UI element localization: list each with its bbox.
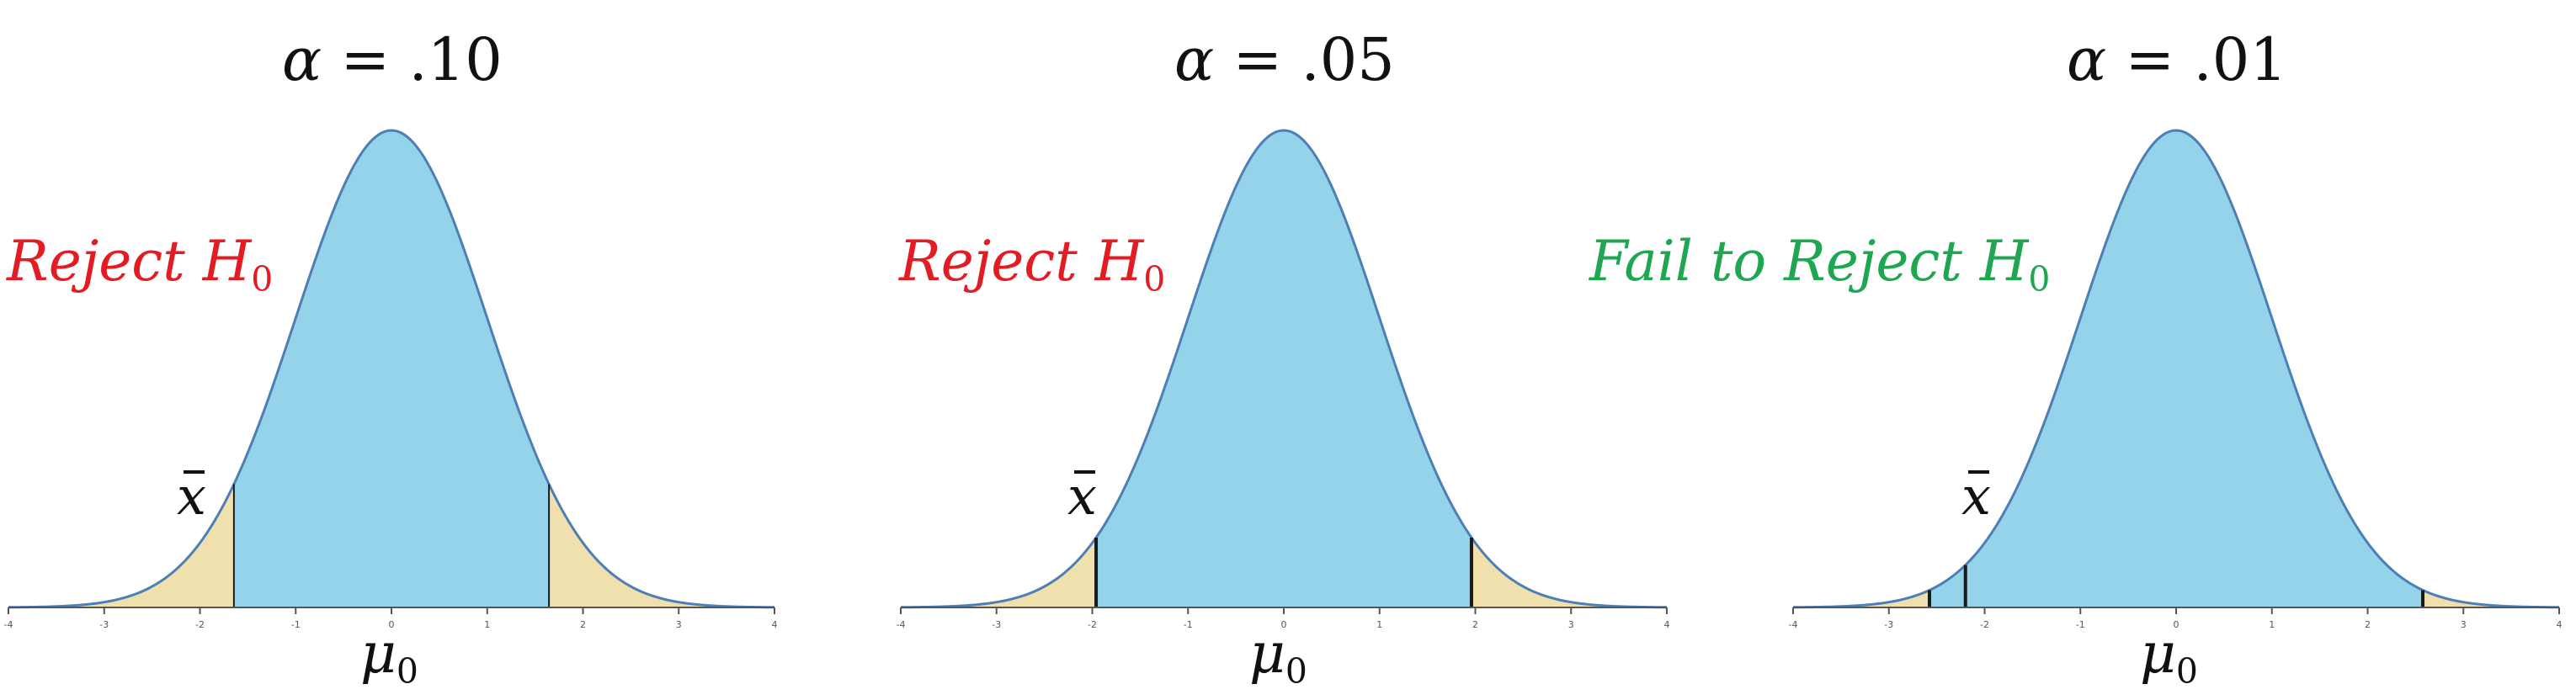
panel-3-decision: Fail to Reject H0	[1589, 229, 2050, 300]
decision-subscript: 0	[2028, 259, 2051, 300]
xbar-text: x	[1961, 465, 1991, 527]
panel-1-tick-label: -2	[195, 619, 205, 630]
panel-3-left-tail	[1793, 590, 1929, 607]
panel-2-tick-label: -2	[1088, 619, 1097, 630]
panel-1-right-tail	[549, 484, 774, 607]
panel-3-right-tail	[2423, 590, 2559, 607]
mu-text: μ	[360, 621, 397, 686]
panel-3-mu-label: μ0	[2140, 621, 2198, 692]
xbar-text: x	[1067, 465, 1097, 527]
panel-2-curve	[900, 129, 1668, 609]
mu-subscript: 0	[396, 651, 418, 692]
panel-2-tick-label: 0	[1281, 619, 1287, 630]
panel-1-acceptance-region	[233, 130, 550, 607]
panel-3-tick-label: -1	[2076, 619, 2085, 630]
panel-1-curve	[8, 129, 775, 609]
panel-2-tick-label: -3	[992, 619, 1001, 630]
xbar-text: x	[177, 465, 206, 527]
decision-subscript: 0	[251, 259, 274, 300]
panel-1-xbar-label: x	[177, 465, 206, 527]
alpha-symbol: α	[2067, 25, 2107, 94]
mu-subscript: 0	[1285, 651, 1307, 692]
panel-2-tick-label: 2	[1472, 619, 1478, 630]
panel-3-title: α = .01	[2067, 25, 2287, 94]
alpha-symbol: α	[282, 25, 322, 94]
alpha-value: = .10	[340, 25, 503, 94]
panel-3-tick-label: -3	[1884, 619, 1893, 630]
panel-3-xbar-label: x	[1961, 465, 1991, 527]
panel-3-tick-label: -4	[1789, 619, 1798, 630]
panel-2-xbar-label: x	[1067, 465, 1097, 527]
panel-3-tick-label: 1	[2269, 619, 2275, 630]
panel-1-tick-label: -4	[4, 619, 13, 630]
panel-3-acceptance-region	[1929, 130, 2424, 607]
panel-2-title: α = .05	[1174, 25, 1395, 94]
panel-2-tick-label: 4	[1664, 619, 1670, 630]
panel-1-tick-label: 0	[389, 619, 395, 630]
panel-1-tick-label: -1	[291, 619, 301, 630]
panel-1-tick-label: 3	[676, 619, 682, 630]
panel-2-mu-label: μ0	[1249, 621, 1307, 692]
panel-2-tick-label: 3	[1568, 619, 1574, 630]
mu-text: μ	[2140, 621, 2176, 686]
panel-1-title: α = .10	[282, 25, 503, 94]
panel-3-tick-label: 3	[2461, 619, 2467, 630]
panel-1-tick-label: 1	[484, 619, 490, 630]
mu-text: μ	[1249, 621, 1285, 686]
panel-3-tick-label: 4	[2557, 619, 2563, 630]
decision-text: Reject H	[7, 229, 252, 294]
panel-2-acceptance-region	[1096, 130, 1472, 607]
alpha-symbol: α	[1174, 25, 1215, 94]
panel-1-left-tail	[8, 484, 234, 607]
panel-2-right-tail	[1471, 537, 1667, 607]
panel-3-tick-label: 2	[2365, 619, 2371, 630]
alpha-value: = .01	[2125, 25, 2287, 94]
mu-subscript: 0	[2175, 651, 2198, 692]
panel-2-tick-label: -1	[1184, 619, 1193, 630]
panel-3-tick-label: 0	[2174, 619, 2179, 630]
panel-1-tick-label: 2	[580, 619, 586, 630]
decision-text: Fail to Reject H	[1589, 229, 2029, 294]
panel-3-tick-label: -2	[1980, 619, 1989, 630]
panel-2-tick-label: 1	[1376, 619, 1382, 630]
alpha-value: = .05	[1232, 25, 1395, 94]
panel-1-decision: Reject H0	[7, 229, 273, 300]
panel-1-tick-label: -3	[99, 619, 109, 630]
panel-3-curve	[1792, 129, 2560, 609]
decision-text: Reject H	[899, 229, 1144, 294]
panel-1-tick-label: 4	[772, 619, 778, 630]
panel-2-decision: Reject H0	[899, 229, 1165, 300]
panel-1-mu-label: μ0	[360, 621, 418, 692]
panel-2-tick-label: -4	[897, 619, 906, 630]
panel-2-left-tail	[901, 537, 1097, 607]
decision-subscript: 0	[1143, 259, 1166, 300]
